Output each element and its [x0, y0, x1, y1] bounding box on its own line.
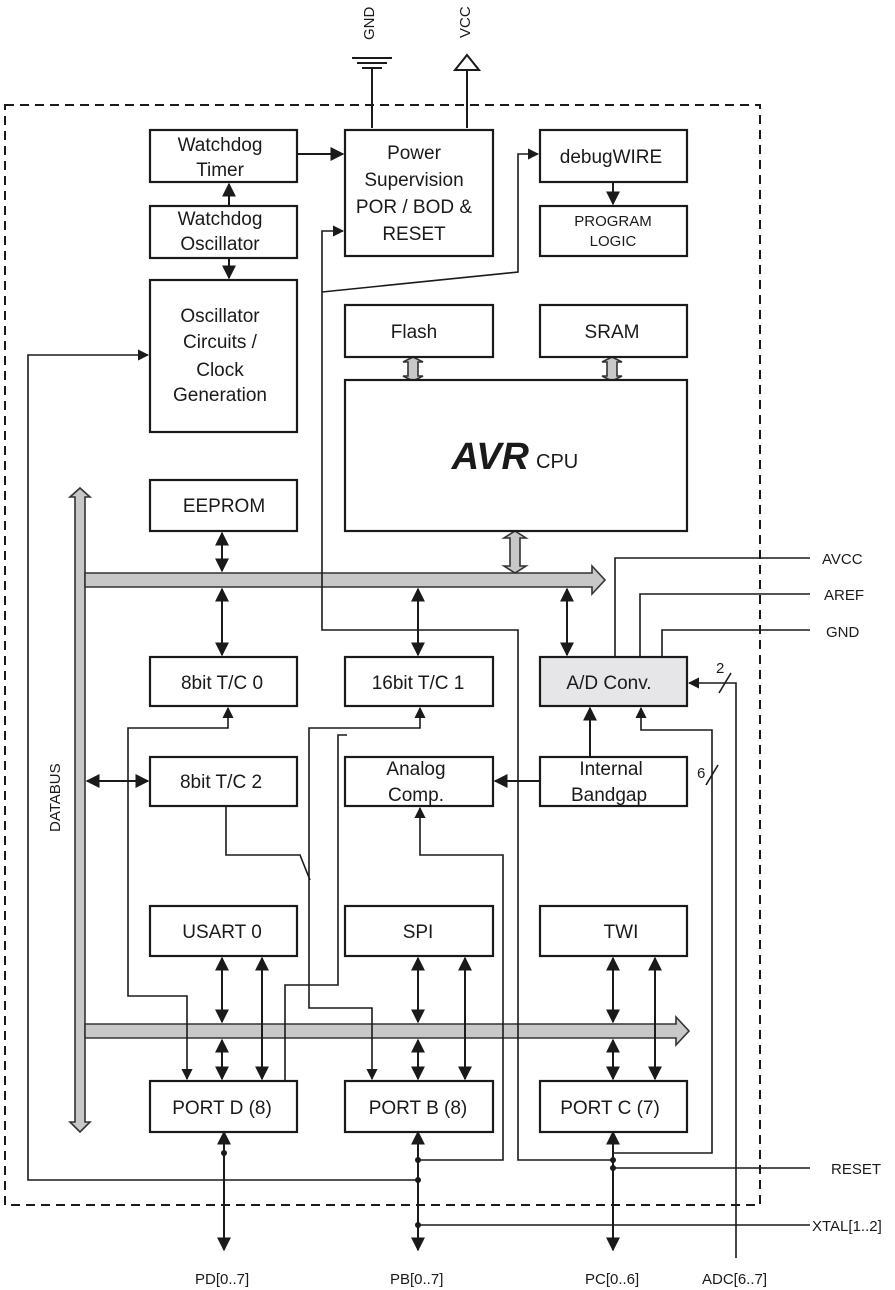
watchdog-timer-block: Watchdog Timer — [148, 128, 299, 184]
oscillator-line3: Clock — [196, 360, 244, 381]
debugwire-label: debugWIRE — [560, 147, 662, 168]
usart-label: USART 0 — [182, 922, 262, 943]
twi-block: TWI — [538, 904, 689, 958]
bandgap-line2: Bandgap — [571, 785, 647, 806]
avr-logo: AVR — [451, 436, 530, 478]
bandgap-block: Internal Bandgap — [538, 755, 689, 808]
watchdog-oscillator-line2: Oscillator — [180, 234, 260, 255]
vcc-top-pin: VCC — [452, 6, 482, 128]
adc-block: A/D Conv. — [538, 655, 689, 708]
gnd-top-pin: GND — [352, 7, 392, 128]
databus: DATABUS — [47, 486, 93, 1134]
watchdog-oscillator-line1: Watchdog — [178, 209, 263, 230]
eeprom-block: EEPROM — [148, 478, 299, 533]
watchdog-timer-line2: Timer — [196, 160, 245, 181]
reset-pin-label: RESET — [831, 1161, 881, 1178]
gnd-right-pin-label: GND — [826, 624, 860, 641]
xtal-pin-label: XTAL[1..2] — [812, 1218, 882, 1235]
gnd-top-label: GND — [361, 7, 378, 41]
adc-label: A/D Conv. — [566, 673, 651, 694]
port-b-block: PORT B (8) — [343, 1079, 495, 1134]
databus-label: DATABUS — [47, 763, 64, 832]
tc2-block: 8bit T/C 2 — [148, 755, 299, 808]
tc1-block: 16bit T/C 1 — [343, 655, 495, 708]
connections — [27, 147, 810, 1258]
flash-label: Flash — [391, 322, 437, 343]
adc-pin-label: ADC[6..7] — [702, 1271, 767, 1288]
pc-pin-label: PC[0..6] — [585, 1271, 639, 1288]
flash-cpu-link — [402, 356, 424, 382]
aref-pin-label: AREF — [824, 587, 864, 604]
oscillator-line1: Oscillator — [180, 306, 260, 327]
watchdog-timer-line1: Watchdog — [178, 135, 263, 156]
oscillator-circuits-block: Oscillator Circuits / Clock Generation — [148, 278, 299, 434]
port-d-block: PORT D (8) — [148, 1079, 299, 1134]
pd-pin-label: PD[0..7] — [195, 1271, 249, 1288]
cpu-label: CPU — [536, 451, 578, 473]
sram-label: SRAM — [585, 322, 640, 343]
bandgap-line1: Internal — [579, 759, 642, 780]
usart-block: USART 0 — [148, 904, 299, 958]
port-c-label: PORT C (7) — [560, 1098, 660, 1119]
analog-comp-line1: Analog — [386, 759, 445, 780]
port-b-label: PORT B (8) — [369, 1098, 468, 1119]
bandgap-bus-width: 6 — [697, 765, 705, 782]
twi-label: TWI — [604, 922, 639, 943]
sram-block: SRAM — [538, 303, 689, 359]
program-logic-block: PROGRAM LOGIC — [538, 204, 689, 258]
program-logic-line1: PROGRAM — [574, 213, 652, 230]
spi-block: SPI — [343, 904, 495, 958]
watchdog-oscillator-block: Watchdog Oscillator — [148, 204, 299, 260]
analog-comp-line2: Comp. — [388, 785, 444, 806]
power-supervision-block: Power Supervision POR / BOD & RESET — [343, 128, 495, 258]
oscillator-line4: Generation — [173, 385, 267, 406]
tc0-block: 8bit T/C 0 — [148, 655, 299, 708]
oscillator-line2: Circuits / — [183, 332, 258, 353]
cpu-bus-link — [501, 530, 529, 574]
flash-block: Flash — [343, 303, 495, 359]
tc1-label: 16bit T/C 1 — [372, 673, 465, 694]
adc-bus-width: 2 — [716, 660, 724, 677]
lower-bus — [84, 1014, 691, 1048]
cpu-block: AVR CPU — [343, 378, 689, 533]
power-line3: POR / BOD & — [356, 197, 472, 218]
program-logic-line2: LOGIC — [590, 233, 637, 250]
tc2-label: 8bit T/C 2 — [180, 772, 262, 793]
analog-comp-block: Analog Comp. — [343, 755, 495, 808]
pb-pin-label: PB[0..7] — [390, 1271, 443, 1288]
port-d-label: PORT D (8) — [172, 1098, 272, 1119]
vcc-top-label: VCC — [457, 6, 474, 38]
eeprom-label: EEPROM — [183, 496, 265, 517]
chip-boundary — [4, 104, 761, 1206]
power-line1: Power — [387, 143, 442, 164]
debugwire-block: debugWIRE — [538, 128, 689, 184]
power-line4: RESET — [382, 224, 446, 245]
tc0-label: 8bit T/C 0 — [181, 673, 263, 694]
sram-cpu-link — [601, 356, 623, 382]
port-c-block: PORT C (7) — [538, 1079, 689, 1134]
upper-bus — [84, 563, 607, 597]
spi-label: SPI — [403, 922, 434, 943]
avcc-pin-label: AVCC — [822, 551, 863, 568]
power-line2: Supervision — [364, 170, 463, 191]
